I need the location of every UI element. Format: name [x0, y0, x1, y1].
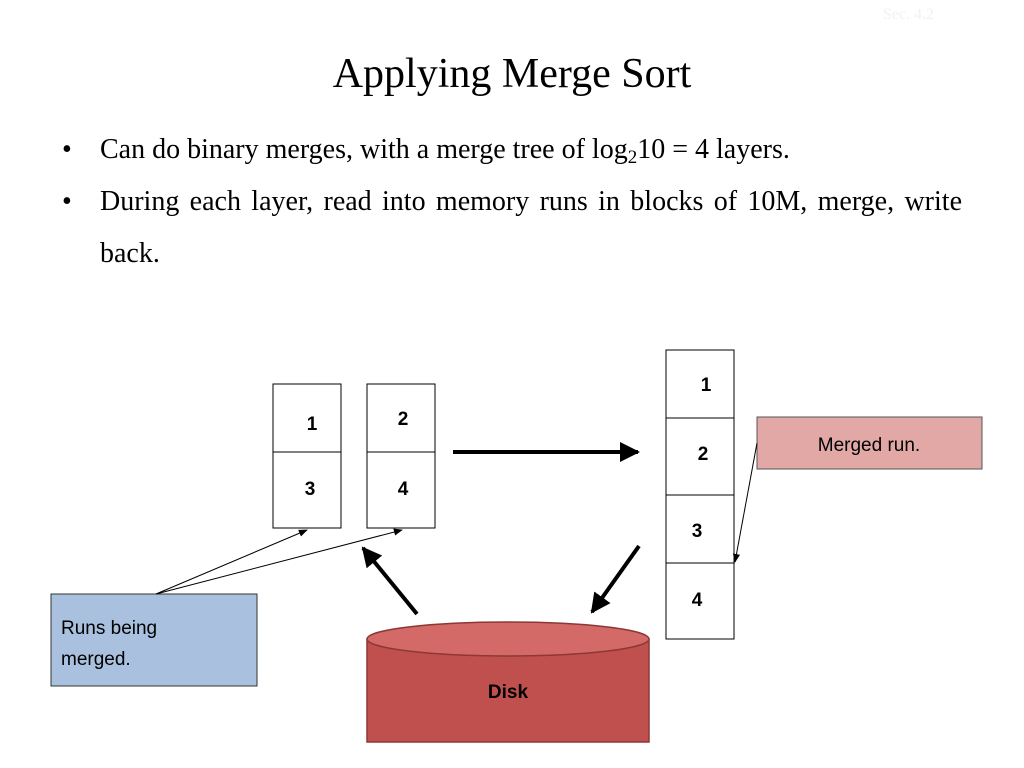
run-a-cell-2: 3 — [305, 479, 316, 500]
bullet-1-text-before: Can do binary merges, with a merge tree … — [100, 134, 628, 165]
run-b: 2 4 — [366, 383, 436, 529]
runs-label-line-1: Runs being — [61, 618, 157, 639]
runs-pointer-a — [155, 529, 308, 595]
run-a-cell-1: 1 — [307, 414, 318, 435]
bullet-list: • Can do binary merges, with a merge tre… — [62, 124, 962, 280]
merged-label-pointer — [732, 442, 758, 563]
run-a-box — [272, 383, 342, 529]
run-b-cell-1: 2 — [398, 409, 409, 430]
bullet-item-2: • During each layer, read into memory ru… — [62, 176, 962, 280]
merged-cell-1: 1 — [701, 375, 712, 396]
disk-top — [366, 621, 650, 657]
run-a: 1 3 — [272, 383, 342, 529]
disk-body — [366, 639, 650, 743]
merged-run-label-text: Merged run. — [818, 435, 920, 456]
bullet-1-text-after: 10 = 4 layers. — [637, 134, 790, 165]
write-arrow — [590, 544, 641, 614]
run-b-cell-2: 4 — [398, 479, 409, 500]
runs-label-box — [50, 593, 258, 687]
bullet-item-1: • Can do binary merges, with a merge tre… — [62, 124, 962, 176]
merged-run: 1 2 3 4 — [665, 349, 735, 640]
bullet-icon: • — [62, 186, 72, 217]
read-arrow — [361, 546, 419, 616]
run-b-box — [366, 383, 436, 529]
disk-cylinder: Disk — [366, 621, 650, 743]
merged-cell-2: 2 — [698, 444, 709, 465]
disk-label: Disk — [488, 682, 529, 703]
bullet-1-subscript: 2 — [627, 147, 638, 168]
merged-cell-4: 4 — [692, 590, 703, 611]
section-label: Sec. 4.2 — [882, 6, 934, 23]
merged-run-label-box — [756, 416, 983, 470]
bullet-icon: • — [62, 134, 72, 165]
runs-label: Runs being merged. — [50, 593, 258, 687]
merged-run-label: Merged run. — [756, 416, 983, 470]
bullet-2-text: During each layer, read into memory runs… — [100, 186, 962, 269]
slide-title: Applying Merge Sort — [332, 51, 692, 97]
runs-pointer-b — [155, 528, 403, 595]
runs-label-line-2: merged. — [61, 649, 131, 670]
merged-cell-3: 3 — [692, 521, 703, 542]
